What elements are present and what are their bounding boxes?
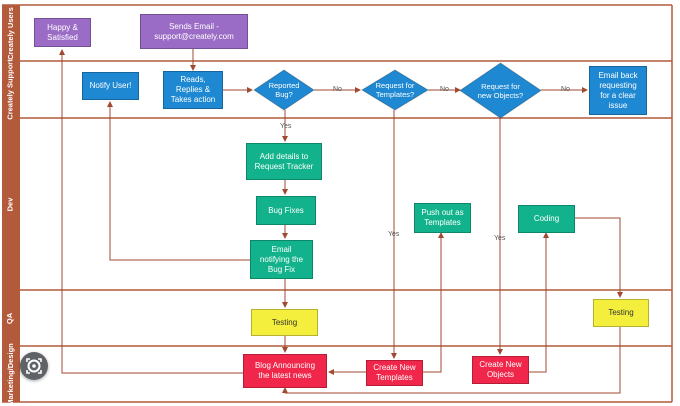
reads-replies-node: Reads, Replies & Takes action <box>163 71 223 109</box>
edge-label-no: No <box>561 86 570 93</box>
edge-label-no: No <box>333 86 342 93</box>
edge-blog-to-happy <box>59 49 243 374</box>
lens-search-button[interactable] <box>20 352 48 380</box>
edge-label-no: No <box>440 86 449 93</box>
happy-satisfied-node: Happy & Satisfied <box>34 18 91 47</box>
push-templates-node: Push out as Templates <box>414 203 471 233</box>
notify-user-node: Notify User! <box>82 72 139 100</box>
create-templates-node: Create New Templates <box>366 360 423 386</box>
bug-fixes-node: Bug Fixes <box>256 196 316 225</box>
lens-search-icon <box>26 358 42 374</box>
blog-announcing-node: Blog Announcing the latest news <box>243 354 327 388</box>
edge-coding-to-testing <box>575 217 623 298</box>
edge-testing-to-blog-bottom <box>282 327 621 394</box>
testing-left-node: Testing <box>251 309 318 336</box>
edge-label-yes: Yes <box>494 235 506 242</box>
reported-bug-decision: Reported Bug? <box>253 69 315 111</box>
edge-label-yes: Yes <box>280 123 292 130</box>
request-objects-decision: Request for new Objects? <box>459 62 542 119</box>
edge-label-yes: Yes <box>388 231 400 238</box>
request-templates-label: Request for Templates? <box>375 81 415 99</box>
request-objects-label: Request for new Objects? <box>477 81 524 100</box>
coding-node: Coding <box>518 205 575 233</box>
lane-header-bar <box>2 5 20 402</box>
add-details-node: Add details to Request Tracker <box>246 143 322 180</box>
email-notify-node: Email notifying the Bug Fix <box>250 240 313 279</box>
testing-right-node: Testing <box>593 299 649 327</box>
edge-objects-to-coding <box>529 232 549 373</box>
create-objects-node: Create New Objects <box>472 356 529 384</box>
sends-email-node: Sends Email - support@creately.com <box>140 14 248 49</box>
reported-bug-label: Reported Bug? <box>268 81 300 99</box>
email-back-node: Email back requesting for a clear issue <box>589 66 647 115</box>
request-templates-decision: Request for Templates? <box>361 69 429 111</box>
edge-templates-to-push <box>423 232 444 373</box>
edge-email-to-notify <box>107 101 250 261</box>
